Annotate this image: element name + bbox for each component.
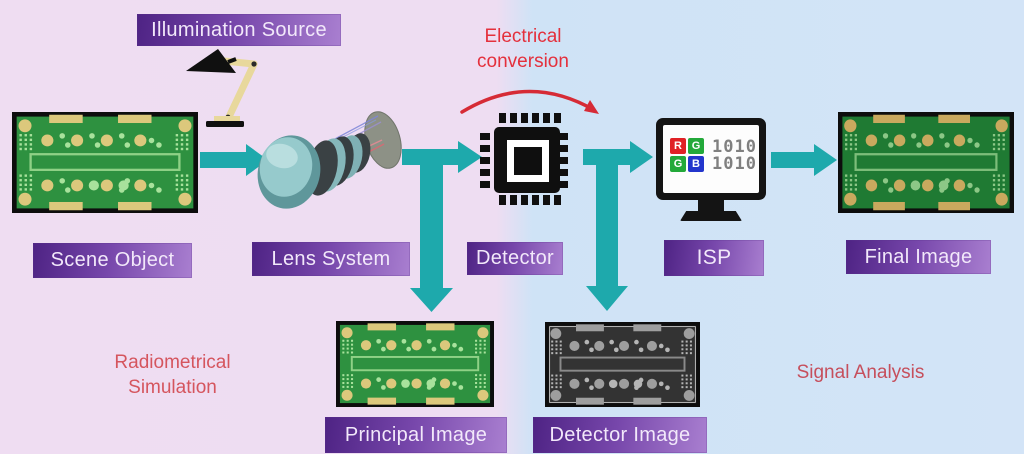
scene-object-image: [12, 112, 198, 213]
arrow-lens-branch-down: [410, 150, 453, 312]
lens-system-label: Lens System: [252, 242, 410, 276]
principal-image-preview: [336, 321, 494, 407]
bayer-pattern-icon: R G G B: [670, 138, 704, 172]
radiometrical-line2: Simulation: [128, 377, 217, 398]
signal-analysis-annotation: Signal Analysis: [796, 362, 925, 383]
detector-label: Detector: [467, 242, 563, 275]
monitor-neck: [698, 200, 724, 212]
electrical-conversion-annotation: Electrical conversion: [433, 24, 613, 74]
illumination-source-label: Illumination Source: [137, 14, 341, 46]
detector-image-preview: [545, 322, 700, 407]
arrow-scene-to-lens: [200, 144, 268, 176]
electrical-conversion-line1: Electrical: [484, 26, 562, 47]
bits-row-1: 1010: [712, 137, 757, 157]
digital-bits-text: 1010 1010: [712, 139, 757, 173]
bayer-cell-green2: G: [670, 156, 686, 172]
bits-row-2: 1010: [712, 154, 757, 174]
electrical-conversion-line2: conversion: [477, 51, 569, 72]
detector-image-label: Detector Image: [533, 417, 707, 453]
electrical-conversion-arrowhead: [584, 100, 599, 114]
lamp-icon: [186, 49, 258, 127]
bayer-cell-green1: G: [688, 138, 704, 154]
isp-label: ISP: [664, 240, 764, 276]
radiometrical-line1: Radiometrical: [114, 352, 231, 373]
monitor-base: [680, 211, 742, 221]
final-image-label: Final Image: [846, 240, 991, 274]
bayer-cell-red: R: [670, 138, 686, 154]
arrow-isp-to-final: [771, 144, 837, 176]
principal-image-label: Principal Image: [325, 417, 507, 453]
arrow-detector-branch-down: [586, 150, 628, 311]
detector-chip-icon: [480, 113, 568, 205]
electrical-conversion-arc: [460, 89, 596, 114]
lens-system-icon: [257, 111, 402, 209]
radiometrical-simulation-annotation: Radiometrical Simulation: [75, 350, 270, 400]
scene-object-label: Scene Object: [33, 243, 192, 278]
bayer-cell-blue: B: [688, 156, 704, 172]
final-image-preview: [838, 112, 1014, 213]
